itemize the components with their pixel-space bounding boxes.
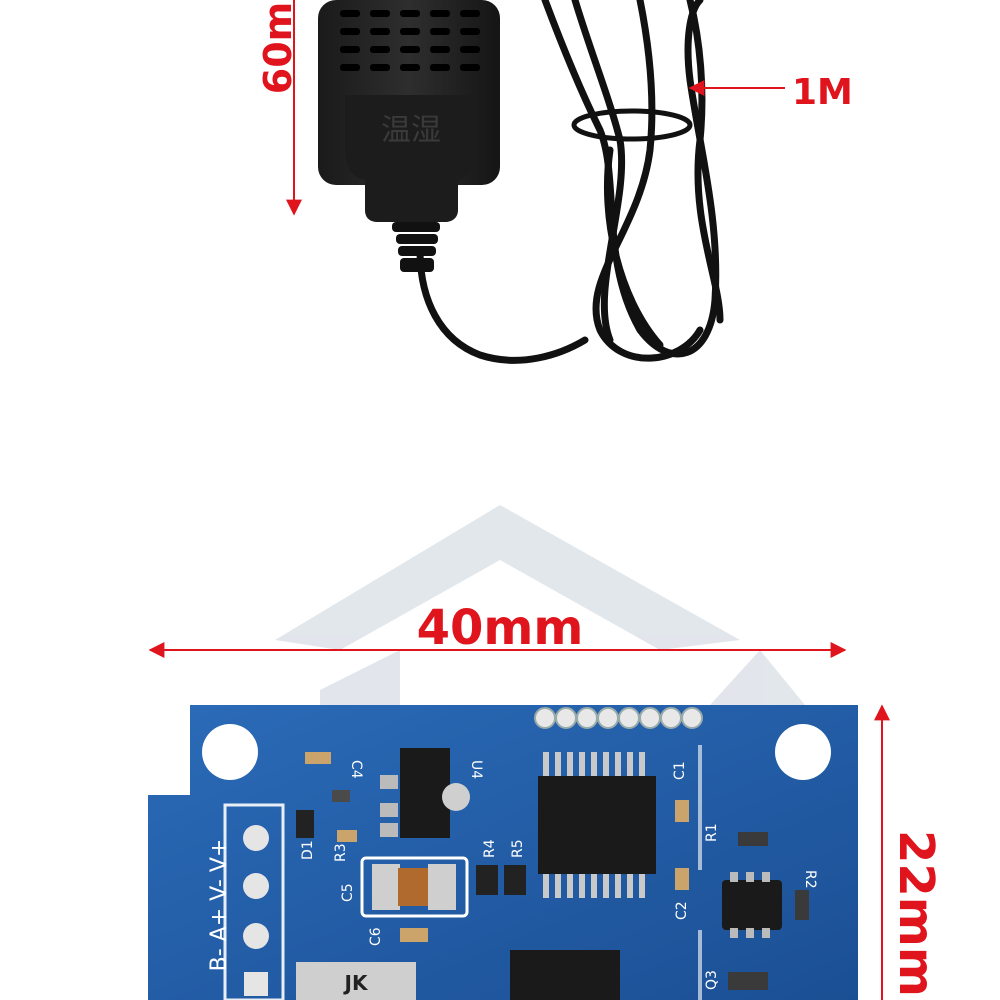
jk-chip-marking: JK xyxy=(343,971,369,995)
label-c6: C6 xyxy=(368,927,384,946)
strain-relief xyxy=(392,222,440,272)
label-c4: C4 xyxy=(348,760,364,779)
regulator-chip xyxy=(380,748,470,838)
small-chip xyxy=(722,872,782,938)
sensor-group: 温湿 xyxy=(318,0,724,364)
label-q3: Q3 xyxy=(704,970,720,990)
label-c2: C2 xyxy=(674,901,690,920)
terminal-labels: B- A+ V- V+ xyxy=(207,839,232,972)
board-width-label: 40mm xyxy=(417,600,584,656)
label-r4: R4 xyxy=(482,839,498,858)
label-d1: D1 xyxy=(300,840,316,860)
sensor-vents xyxy=(340,10,480,71)
label-c1: C1 xyxy=(672,761,688,780)
mounting-hole xyxy=(775,724,831,780)
sensor-height-label: 60m xyxy=(256,2,300,94)
terminal-pads xyxy=(243,825,269,996)
label-c5: C5 xyxy=(340,883,356,902)
board-height-label: 22mm xyxy=(888,830,944,997)
label-u4: U4 xyxy=(468,760,484,779)
label-r2: R2 xyxy=(802,870,818,889)
cable-length-label: 1M xyxy=(792,72,853,113)
smd-components xyxy=(296,752,809,990)
pcb-board: B- A+ V- V+ xyxy=(148,705,858,1000)
sensor-tab xyxy=(345,95,475,222)
jk-chip xyxy=(296,962,416,1000)
sensor-marking: 温湿 xyxy=(381,113,441,148)
cable-tie xyxy=(571,108,693,142)
header-pads xyxy=(534,707,703,729)
label-r3: R3 xyxy=(333,843,349,862)
silkscreen-labels: C4 U4 D1 R3 C5 C6 R4 R5 C1 C2 R1 R2 Q3 xyxy=(300,760,818,990)
label-r5: R5 xyxy=(510,839,526,858)
mounting-hole xyxy=(202,724,258,780)
bottom-ic xyxy=(510,950,620,1000)
label-r1: R1 xyxy=(704,823,720,842)
main-ic xyxy=(538,752,656,898)
